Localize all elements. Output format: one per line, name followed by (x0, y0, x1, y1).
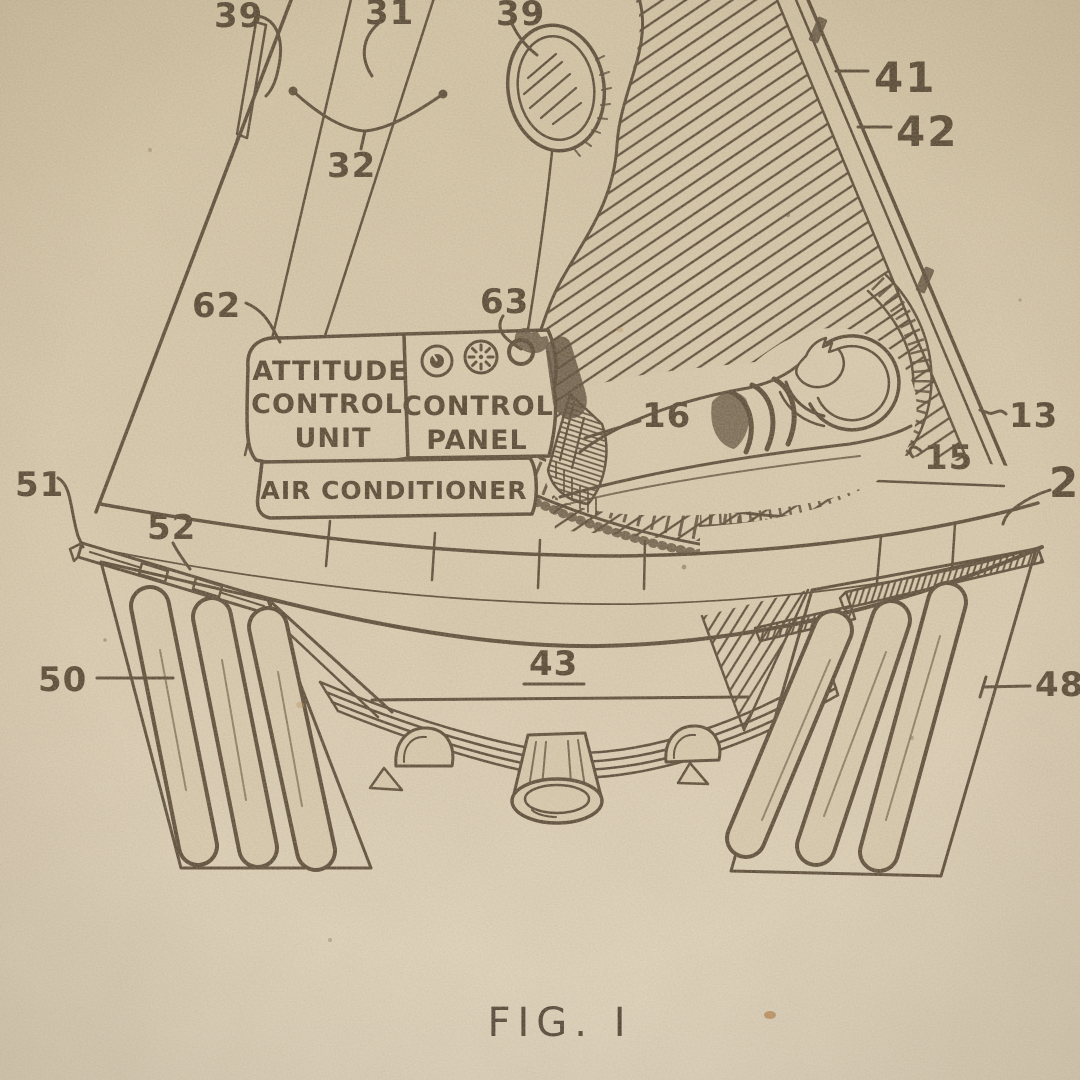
vignette (0, 0, 1080, 1080)
patent-page: ATTITUDE CONTROL UNIT CONTROL PANEL AIR … (0, 0, 1080, 1080)
patent-figure-1: ATTITUDE CONTROL UNIT CONTROL PANEL AIR … (0, 0, 1080, 1080)
